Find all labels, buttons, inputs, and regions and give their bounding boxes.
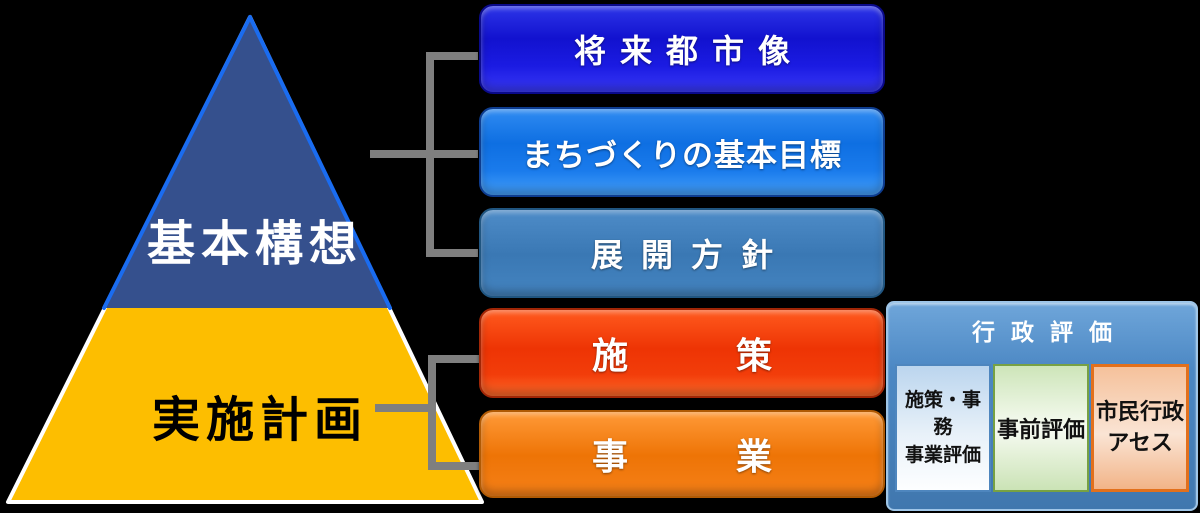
bar-development-policy: 展開方針 <box>479 208 885 298</box>
connector-lower-bracket <box>375 355 480 470</box>
pyramid-upper-left-edge <box>102 15 252 310</box>
bar-measures: 施 策 <box>479 308 885 398</box>
bar-town-development-basic-goals: まちづくりの基本目標 <box>479 107 885 197</box>
administrative-evaluation-panel: 行政評価 施策・事務 事業評価 事前評価 市民行政 アセス <box>886 301 1198 511</box>
evaluation-item-citizen-assessment: 市民行政 アセス <box>1091 364 1189 492</box>
bar-projects-label: 事 業 <box>591 436 772 477</box>
bar-town-development-basic-goals-label: まちづくりの基本目標 <box>522 137 842 173</box>
administrative-evaluation-title: 行政評価 <box>972 319 1128 345</box>
evaluation-item-prior-evaluation: 事前評価 <box>993 364 1089 492</box>
pyramid-upper-right-edge <box>248 15 392 310</box>
bar-future-city-vision: 将来都市像 <box>479 4 885 94</box>
pyramid-upper-section <box>104 17 390 308</box>
bar-projects: 事 業 <box>479 410 885 498</box>
bar-development-policy-label: 展開方針 <box>590 237 791 273</box>
evaluation-item-policy-admin-project: 施策・事務 事業評価 <box>895 364 991 492</box>
bar-measures-label: 施 策 <box>591 335 772 376</box>
bar-future-city-vision-label: 将来都市像 <box>573 33 804 69</box>
evaluation-items-row: 施策・事務 事業評価 事前評価 市民行政 アセス <box>895 364 1189 492</box>
connector-upper-bracket <box>370 52 478 257</box>
